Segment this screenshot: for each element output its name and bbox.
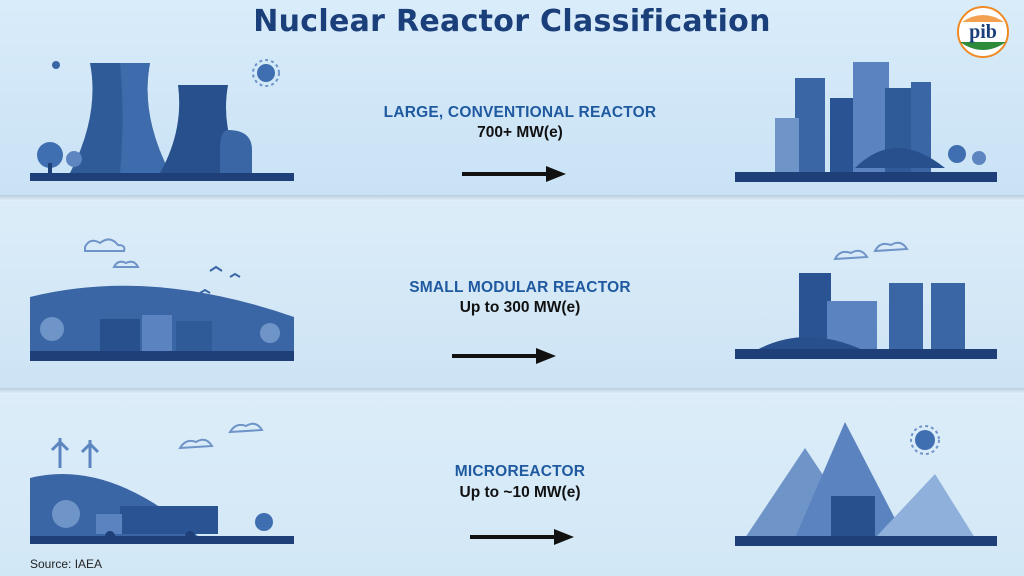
microreactor-truck-illustration [30,422,294,544]
mountain-site-illustration [735,422,997,546]
pib-logo: pib [957,6,1009,58]
industrial-plant-illustration [735,241,997,359]
arrow-right-icon [462,166,566,182]
large-reactor-label: LARGE, CONVENTIONAL REACTOR [383,104,657,121]
sun-icon [252,59,280,87]
arrow-right-icon [452,348,556,364]
arrow-right-icon [470,529,574,545]
large-reactor-capacity: 700+ MW(e) [477,124,563,141]
page-title: Nuclear Reactor Classification [253,4,771,39]
microreactor-capacity: Up to ~10 MW(e) [459,484,581,501]
microreactor-label: MICROREACTOR [454,463,586,480]
smr-label: SMALL MODULAR REACTOR [409,279,631,296]
cooling-towers-illustration [30,61,294,181]
smr-capacity: Up to 300 MW(e) [459,299,581,316]
row-divider [0,195,1024,201]
smr-plant-illustration [30,238,294,361]
pib-logo-text: pib [969,21,997,43]
city-skyline-illustration [735,62,997,182]
source-note: Source: IAEA [30,557,103,571]
row-divider [0,388,1024,394]
